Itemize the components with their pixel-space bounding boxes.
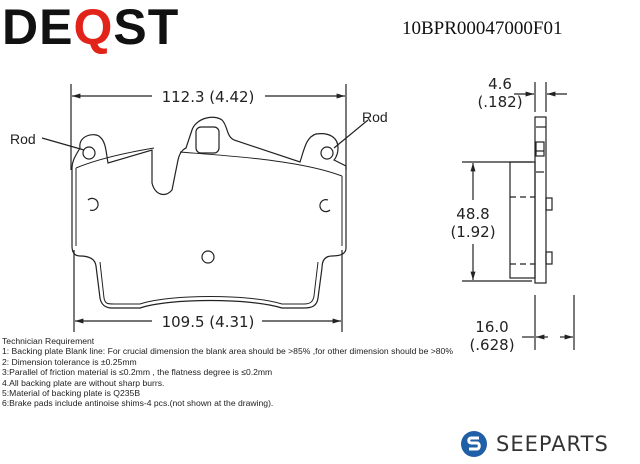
shim-thickness-mm: 4.6 — [488, 75, 512, 93]
height-dimension — [462, 161, 532, 282]
logo-suffix: ST — [113, 0, 180, 55]
top-width-dimension — [70, 84, 347, 170]
bottom-width-dimension — [73, 250, 343, 332]
right-rod-label: Rod — [362, 109, 388, 125]
center-pin-hole — [201, 250, 215, 264]
total-thickness-dimension — [522, 295, 575, 350]
center-slot — [195, 126, 220, 154]
left-sensor-mark — [87, 197, 99, 211]
backing-plate-outline — [71, 116, 347, 309]
note-item: 5:Material of backing plate is Q235B — [2, 388, 141, 399]
side-view — [509, 116, 553, 284]
top-width-label: 112.3 (4.42) — [162, 88, 255, 106]
left-rod-label: Rod — [10, 131, 36, 147]
seeparts-logo-icon — [461, 431, 487, 457]
deqst-logo: DEQST — [2, 0, 179, 54]
note-item: 4.All backing plate are without sharp bu… — [2, 377, 165, 388]
right-rod-hole — [320, 146, 334, 160]
logo-accent: Q — [73, 0, 114, 55]
right-sensor-mark — [319, 199, 331, 213]
height-in: (1.92) — [450, 223, 495, 241]
notes-title: Technician Requirement — [2, 336, 95, 346]
note-item: 6:Brake pads include antinoise shims-4 p… — [2, 398, 274, 409]
seeparts-name: SEEPARTS — [496, 432, 609, 456]
part-number: 10BPR00047000F01 — [402, 18, 563, 39]
height-mm: 48.8 — [456, 205, 489, 223]
seeparts-logo: SEEPARTS — [460, 430, 609, 458]
right-rod-leader — [333, 119, 369, 149]
friction-material-outline — [75, 147, 343, 305]
left-rod-leader — [41, 137, 85, 151]
logo-prefix: DE — [2, 0, 74, 55]
bottom-width-label: 109.5 (4.31) — [162, 313, 255, 331]
shim-thickness-dimension — [514, 82, 567, 112]
total-thickness-in: (.628) — [469, 336, 514, 354]
left-rod-hole — [82, 146, 96, 160]
note-item: 2: Dimension tolerance is ±0.25mm — [2, 356, 137, 367]
shim-thickness-in: (.182) — [477, 93, 522, 111]
note-item: 3:Parallel of friction material is ≤0.2m… — [2, 367, 273, 378]
technician-requirements: Technician Requirement 1: Backing plate … — [2, 336, 453, 409]
note-item: 1: Backing plate Blank line: For crucial… — [2, 346, 453, 357]
total-thickness-mm: 16.0 — [475, 318, 508, 336]
